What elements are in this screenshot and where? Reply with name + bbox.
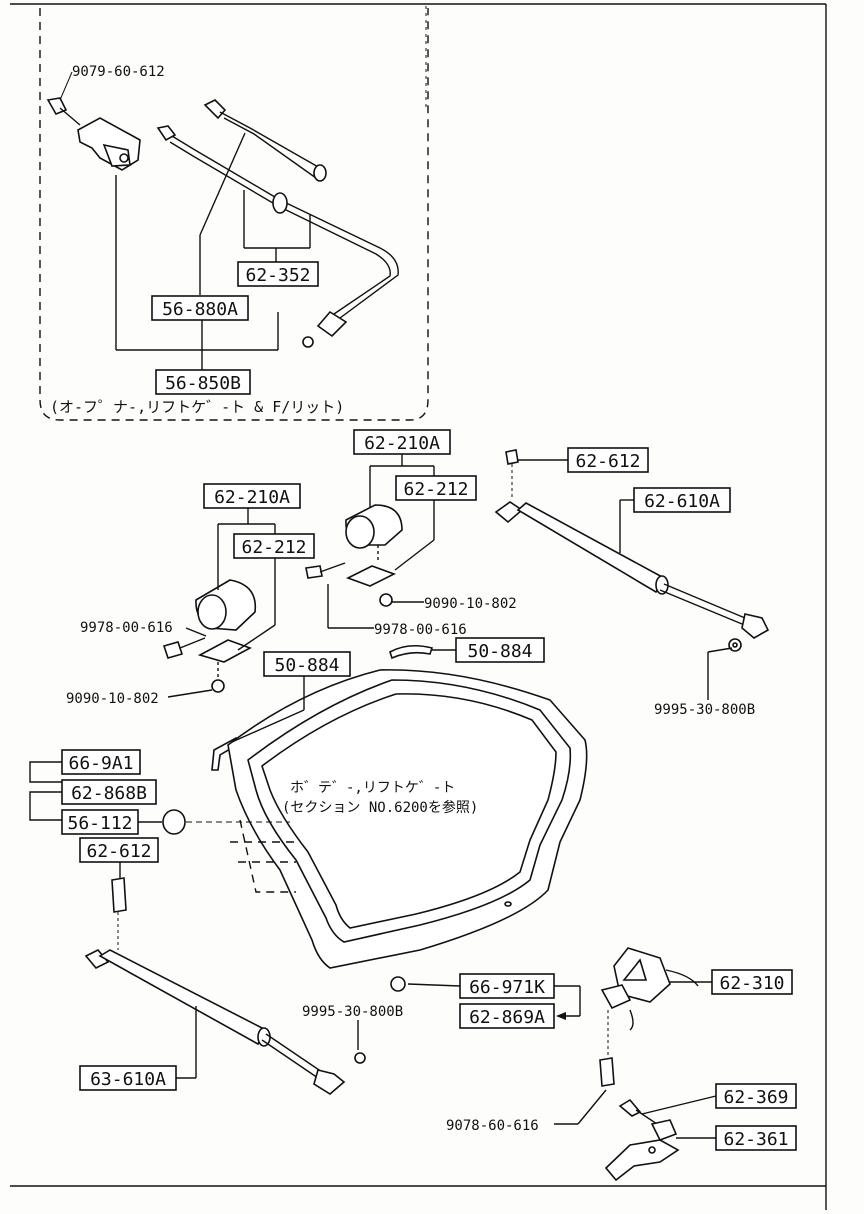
nut-66-971K-part xyxy=(390,976,406,992)
svg-text:50-884: 50-884 xyxy=(274,655,339,676)
leader-lines xyxy=(29,454,733,1139)
label-9978-00-616-left: 9978-00-616 xyxy=(80,620,173,636)
svg-text:62-352: 62-352 xyxy=(245,265,310,286)
svg-text:62-212: 62-212 xyxy=(403,479,468,500)
label-9995-30-800B-right: 9995-30-800B xyxy=(654,702,755,718)
label-56-850B: 56-850B xyxy=(155,369,251,395)
label-66-971K: 66-971K xyxy=(459,973,555,999)
gas-strut-right-part xyxy=(494,449,770,652)
label-62-361: 62-361 xyxy=(715,1125,797,1151)
label-66-9A1: 66-9A1 xyxy=(61,749,141,775)
inset-leaders xyxy=(59,71,311,370)
latch-assembly-part xyxy=(599,947,699,1087)
label-56-880A: 56-880A xyxy=(151,295,249,321)
svg-text:62-612: 62-612 xyxy=(86,841,151,862)
label-9090-10-802-left: 9090-10-802 xyxy=(66,691,159,707)
svg-text:63-610A: 63-610A xyxy=(90,1069,166,1090)
label-62-612-top: 62-612 xyxy=(567,447,649,473)
svg-text:62-369: 62-369 xyxy=(723,1087,788,1108)
svg-text:66-9A1: 66-9A1 xyxy=(68,753,133,774)
label-9090-10-802-top: 9090-10-802 xyxy=(424,596,517,612)
body-reference-line-2: (セクション NO.6200を参照) xyxy=(282,799,478,816)
striker-part xyxy=(604,1098,680,1182)
svg-text:62-210A: 62-210A xyxy=(214,487,290,508)
svg-text:62-612: 62-612 xyxy=(575,451,640,472)
svg-text:66-971K: 66-971K xyxy=(469,977,545,998)
label-62-310: 62-310 xyxy=(711,969,793,995)
label-62-610A: 62-610A xyxy=(633,487,731,513)
svg-text:56-850B: 56-850B xyxy=(165,373,241,394)
label-9078-60-616: 9078-60-616 xyxy=(446,1118,539,1134)
bumper-stop-part xyxy=(162,809,290,835)
label-62-369: 62-369 xyxy=(715,1083,797,1109)
svg-text:56-880A: 56-880A xyxy=(162,299,238,320)
opener-group-caption: (オ-フ゜ナ-,リフトケ゛-ト & F/リット) xyxy=(50,398,344,416)
svg-text:62-361: 62-361 xyxy=(723,1129,788,1150)
label-62-210A-left: 62-210A xyxy=(203,483,301,509)
svg-text:56-112: 56-112 xyxy=(67,813,132,834)
label-9978-00-616-top: 9978-00-616 xyxy=(374,622,467,638)
liftgate-ghost-outline xyxy=(230,819,298,893)
label-56-112: 56-112 xyxy=(61,809,139,835)
body-reference-line-1: ホ゛テ゛-,リフトケ゛-ト xyxy=(290,780,455,796)
svg-text:62-212: 62-212 xyxy=(241,537,306,558)
svg-text:62-868B: 62-868B xyxy=(71,783,147,804)
label-62-212-top: 62-212 xyxy=(395,475,477,501)
label-9079-60-612: 9079-60-612 xyxy=(72,64,165,80)
label-62-868B: 62-868B xyxy=(61,779,157,805)
hinge-lower-part xyxy=(162,579,257,693)
label-50-884-right: 50-884 xyxy=(455,637,545,663)
label-62-210A-top: 62-210A xyxy=(353,429,451,455)
page-frame xyxy=(10,3,827,1210)
hinge-upper-part xyxy=(305,504,403,607)
label-62-869A: 62-869A xyxy=(459,1003,555,1029)
label-9995-30-800B-left: 9995-30-800B xyxy=(302,1004,403,1020)
lever-bracket-part xyxy=(46,97,141,171)
gas-strut-left-part xyxy=(84,877,366,1095)
label-50-884-left: 50-884 xyxy=(263,651,351,677)
label-62-212-left: 62-212 xyxy=(233,533,315,559)
liftgate-body-part xyxy=(227,669,588,969)
label-62-352: 62-352 xyxy=(237,261,319,287)
svg-text:62-869A: 62-869A xyxy=(469,1007,545,1028)
label-63-610A: 63-610A xyxy=(79,1065,177,1091)
svg-text:62-210A: 62-210A xyxy=(364,433,440,454)
svg-text:62-610A: 62-610A xyxy=(644,491,720,512)
svg-text:50-884: 50-884 xyxy=(467,641,532,662)
svg-text:62-310: 62-310 xyxy=(719,973,784,994)
label-62-612-left: 62-612 xyxy=(79,837,159,863)
